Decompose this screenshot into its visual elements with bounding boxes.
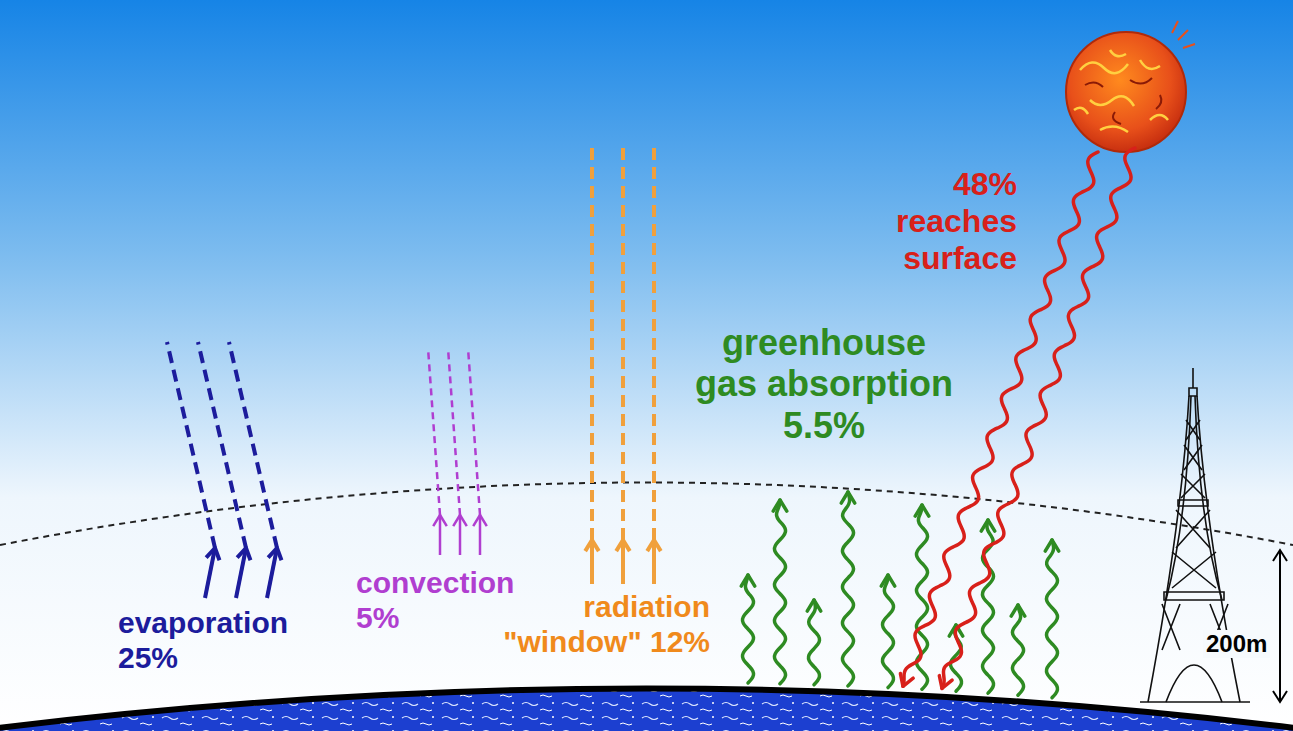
infrared-emission-arrow: [1045, 540, 1059, 698]
infrared-emission-arrow: [773, 500, 787, 684]
window-radiation-arrow: [647, 146, 661, 584]
infrared-emission-arrow: [841, 492, 855, 686]
layer-boundary: [0, 483, 1293, 546]
evaporation-arrow: [229, 342, 281, 598]
earth-surface: [0, 689, 1293, 731]
evaporation-arrow: [198, 342, 250, 598]
convection-arrow: [448, 348, 467, 555]
infrared-emission-arrow: [1011, 605, 1025, 695]
radiation-label: radiation "window" 12%: [478, 590, 710, 659]
window-radiation-arrow: [585, 146, 599, 584]
infrared-emission-arrow: [741, 575, 755, 683]
infrared-emission-arrow: [881, 575, 895, 688]
sunlight-label: 48% reaches surface: [872, 166, 1017, 276]
window-radiation-arrow: [616, 146, 630, 584]
evaporation-arrow: [167, 342, 219, 598]
dimension-label: 200m: [1203, 630, 1270, 658]
convection-arrow: [468, 348, 487, 555]
infrared-emission-arrow: [807, 600, 821, 685]
evaporation-label: evaporation 25%: [118, 606, 300, 675]
height-dimension: [1273, 550, 1287, 702]
greenhouse-label: greenhouse gas absorption 5.5%: [690, 322, 958, 446]
sun: [1066, 21, 1195, 152]
convection-arrow: [428, 348, 447, 555]
